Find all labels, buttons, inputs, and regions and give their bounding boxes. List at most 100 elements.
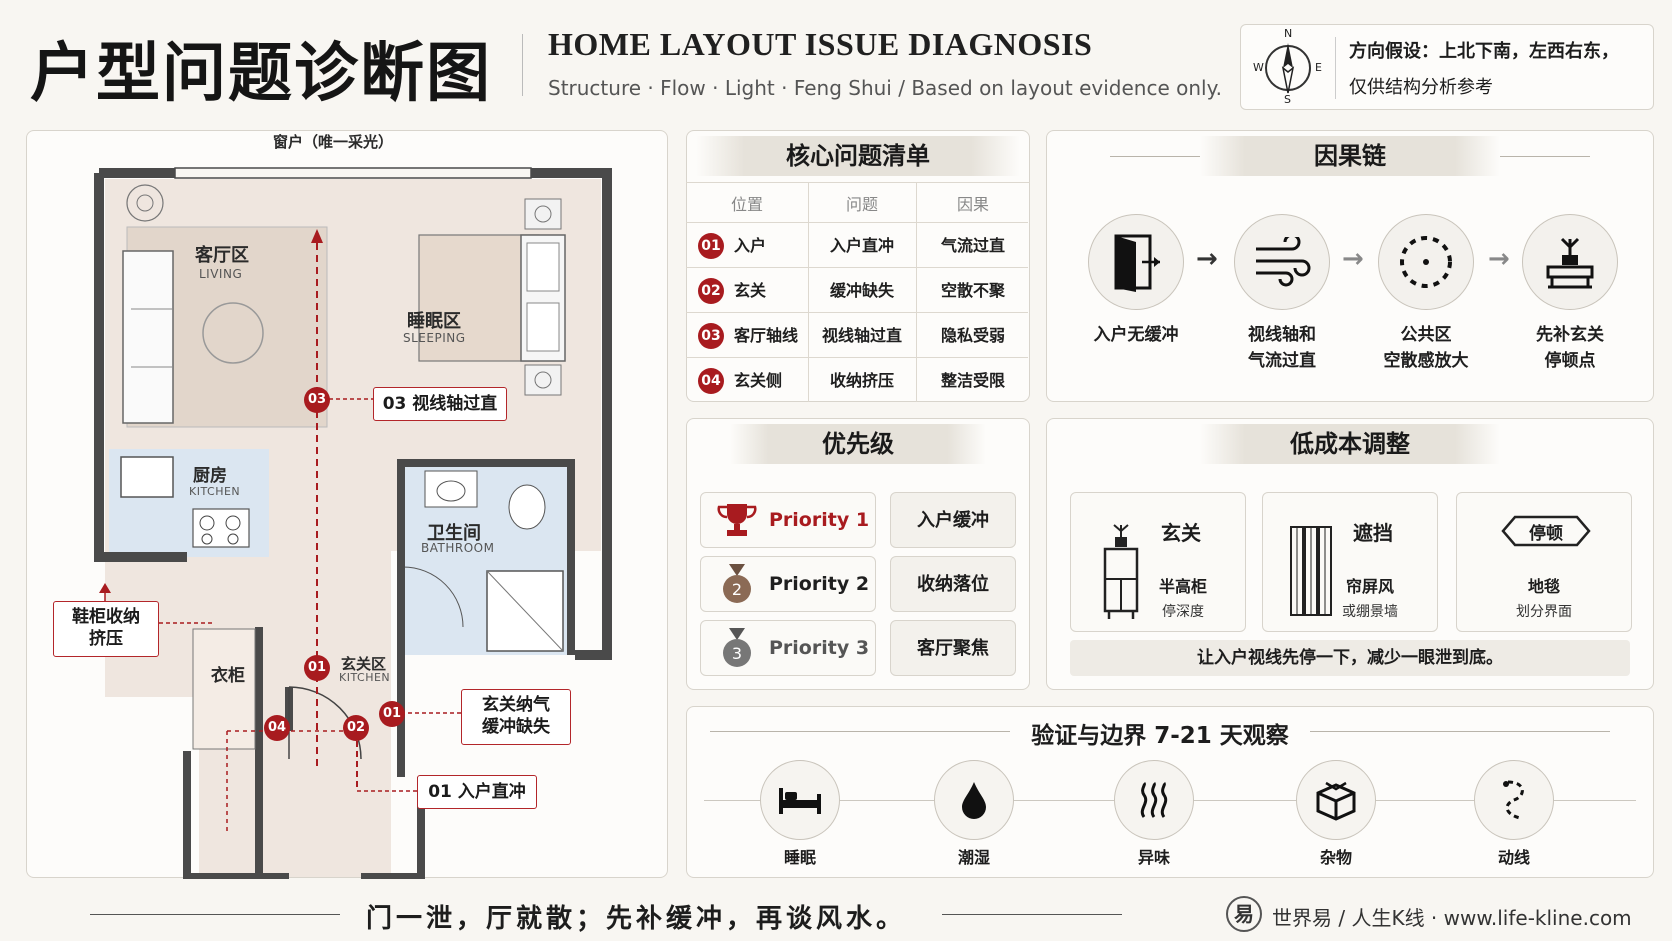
lowcost-card-screen-title: 遮挡 <box>1353 521 1393 545</box>
compass-e: E <box>1315 61 1322 74</box>
plant-stand-icon <box>1522 214 1618 310</box>
rug-tag-text: 停顿 <box>1529 524 1563 544</box>
priority-2-box: 2 Priority 2 <box>700 556 876 612</box>
issues-header-row: 位置 问题 因果 <box>686 182 1030 222</box>
marker-04: 04 <box>264 715 290 741</box>
water-drop-icon <box>934 760 1014 840</box>
priority-3-label: Priority 3 <box>769 637 870 659</box>
direction-text-1: 方向假设：上北下南，左西右东， <box>1349 41 1619 62</box>
window-label: 窗户（唯一采光） <box>273 133 394 151</box>
floorplan-panel: 窗户（唯一采光） 客厅区 LIVING 睡眠区 SLEEPING 厨房 KITC… <box>26 130 668 879</box>
table-row: 03 客厅轴线 视线轴过直 隐私受弱 <box>686 312 1028 357</box>
priority-1-label: Priority 1 <box>769 509 870 531</box>
marker-03: 03 <box>304 387 330 413</box>
box-icon <box>1296 760 1376 840</box>
kitchen-label: 厨房 <box>193 466 227 486</box>
wind-icon <box>1234 214 1330 310</box>
folding-screen-icon <box>1290 526 1332 616</box>
rug-tag-icon: 停顿 <box>1501 515 1591 547</box>
chain-arrow-3: → <box>1488 244 1510 274</box>
verify-rule-right <box>1310 731 1610 732</box>
bed-icon <box>760 760 840 840</box>
marker-01-axis: 01 <box>304 655 330 681</box>
chain-step-2: 视线轴和 气流过直 <box>1222 322 1342 374</box>
lowcost-card-pause: 停顿 地毯 划分界面 <box>1456 492 1632 632</box>
trophy-icon <box>717 504 757 536</box>
svg-text:2: 2 <box>732 580 742 599</box>
row-number: 01 <box>698 233 724 259</box>
verify-sleep: 睡眠 <box>783 848 816 867</box>
row-location: 入户 <box>734 236 767 255</box>
entry-label-en: KITCHEN <box>339 671 391 684</box>
brand-logo-glyph: 易 <box>1234 902 1254 926</box>
lowcost-card-screen: 遮挡 帘屏风 或绷景墙 <box>1262 492 1438 632</box>
priority-3-action: 客厅聚焦 <box>890 620 1016 676</box>
callout-entry-buffer: 玄关纳气 缓冲缺失 <box>461 689 571 745</box>
chain-rule-left <box>1110 156 1200 157</box>
door-icon <box>1088 214 1184 310</box>
sleeping-label-en: SLEEPING <box>403 331 466 345</box>
issues-title: 核心问题清单 <box>696 136 1020 176</box>
col-problem: 问题 <box>845 195 878 214</box>
compass-s: S <box>1284 93 1291 106</box>
chain-rule-right <box>1500 156 1590 157</box>
direction-text-2: 仅供结构分析参考 <box>1349 77 1493 98</box>
row-number: 03 <box>698 323 724 349</box>
row-number: 02 <box>698 278 724 304</box>
row-effect: 隐私受弱 <box>940 326 1005 345</box>
priority-3-box: 3 Priority 3 <box>700 620 876 676</box>
callout-shoe-line1: 鞋柜收纳 <box>72 607 140 627</box>
lowcost-card-screen-sub: 帘屏风 <box>1345 577 1394 596</box>
priority-2-action: 收纳落位 <box>890 556 1016 612</box>
page-title-en: HOME LAYOUT ISSUE DIAGNOSIS <box>548 26 1093 62</box>
chain-step-1: 入户无缓冲 <box>1076 322 1196 348</box>
page-subtitle: Structure · Flow · Light · Feng Shui / B… <box>548 76 1222 100</box>
direction-box: N S W E 方向假设：上北下南，左西右东， 仅供结构分析参考 <box>1240 24 1654 110</box>
kitchen-label-en: KITCHEN <box>189 485 241 498</box>
col-effect: 因果 <box>956 195 989 214</box>
row-number: 04 <box>698 368 724 394</box>
lowcost-card-entry-sub2: 停深度 <box>1162 604 1204 620</box>
priority-1-action: 入户缓冲 <box>890 492 1016 548</box>
callout-entry-line1: 玄关纳气 <box>482 695 550 715</box>
chain-step-4-line1: 先补玄关 <box>1536 325 1604 345</box>
table-row: 01 入户 入户直冲 气流过直 <box>686 222 1028 267</box>
row-effect: 空散不聚 <box>940 281 1005 300</box>
verify-odor: 异味 <box>1137 848 1170 867</box>
lowcost-card-pause-sub: 地毯 <box>1527 577 1560 596</box>
footer-brand: 世界易 / 人生K线 · www.life-kline.com <box>1272 906 1632 930</box>
medal-2-icon: 2 <box>723 564 751 603</box>
verify-clutter: 杂物 <box>1319 848 1352 867</box>
lowcost-title: 低成本调整 <box>1200 424 1500 464</box>
wardrobe-label: 衣柜 <box>211 666 245 686</box>
marker-01-door: 01 <box>379 701 405 727</box>
living-label-en: LIVING <box>199 267 243 281</box>
col-divider-1 <box>808 182 809 402</box>
cabinet-icon <box>1103 524 1139 619</box>
lowcost-card-screen-sub2: 或绷景墙 <box>1342 604 1398 620</box>
entry-label: 玄关区 <box>341 655 387 673</box>
compass-icon: N S W E <box>1253 27 1323 106</box>
chain-step-4-line2: 停顿点 <box>1544 351 1596 371</box>
bathroom-label: 卫生间 <box>427 523 481 544</box>
floorplan-drawing <box>94 167 612 879</box>
chain-arrow-1: → <box>1196 244 1218 274</box>
chain-step-1-line1: 入户无缓冲 <box>1093 325 1179 345</box>
chain-step-4: 先补玄关 停顿点 <box>1510 322 1630 374</box>
living-label: 客厅区 <box>195 245 249 266</box>
chain-arrow-2: → <box>1342 244 1364 274</box>
odor-icon <box>1114 760 1194 840</box>
priority-2-label: Priority 2 <box>769 573 870 595</box>
dotted-circle-icon <box>1378 214 1474 310</box>
callout-entry-line2: 缓冲缺失 <box>482 717 550 737</box>
chain-title: 因果链 <box>1200 136 1500 176</box>
lowcost-note: 让入户视线先停一下，减少一眼泄到底。 <box>1070 640 1630 676</box>
compass-w: W <box>1253 61 1264 74</box>
row-effect: 气流过直 <box>940 236 1005 255</box>
lowcost-card-entry: 玄关 半高柜 停深度 <box>1070 492 1246 632</box>
col-divider-2 <box>916 182 917 402</box>
row-location: 客厅轴线 <box>734 326 799 345</box>
verify-title: 验证与边界 7-21 天观察 <box>1031 723 1289 749</box>
chain-step-2-line2: 气流过直 <box>1248 351 1316 371</box>
priority-title: 优先级 <box>730 424 986 464</box>
